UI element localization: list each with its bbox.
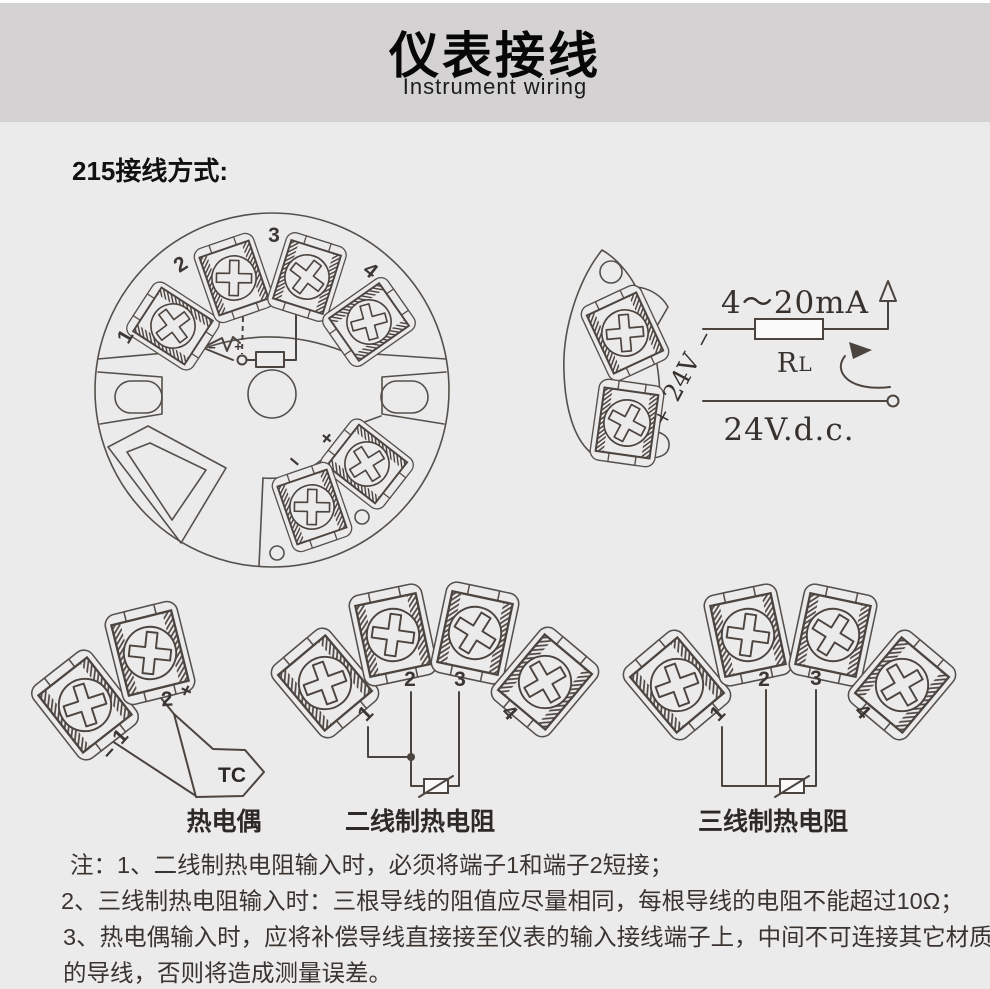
transmitter-head-diagram: − + 1 2 3 4 + − [94,212,450,568]
terminal-number-2: 2 [170,252,192,278]
return-arrow-curve [839,355,891,389]
rtd3-terminal-2 [701,580,795,690]
center-hole [247,369,297,419]
dashed-link [241,316,244,355]
thermocouple-diagram: TC 1 − 2 + [26,598,265,798]
caption-thermocouple: 热电偶 [186,808,262,836]
tc-number-2: 2 [160,688,174,712]
rtd3-number-2: 2 [758,668,770,691]
terminal-number-3: 3 [268,224,280,247]
return-arrow-head-icon [849,342,872,359]
load-label-r: R [777,348,798,379]
tc-tag: TC [218,764,246,787]
rtd2-number-2: 2 [404,668,416,691]
note-line-3: 3、热电偶输入时，应将补偿导线直接接至仪表的输入接线端子上，中间不可连接其它材质 [63,924,990,950]
rtd2-number-3: 3 [454,668,466,691]
rtd-3wire-diagram: 1 2 3 4 [617,580,962,798]
tc-sensor-body [173,713,265,798]
bracket-hole [599,260,623,284]
supply-voltage-label: 24V.d.c. [723,412,854,448]
caption-rtd-3wire: 三线制热电阻 [697,808,849,836]
rtd3-number-3: 3 [810,667,822,690]
current-range-label: 4～20mA [721,285,869,321]
head-internal-wiring: − + [205,313,297,368]
note-line-2: 2、三线制热电阻输入时：三根导线的阻值应尽量相同，每根导线的电阻不能超过10Ω； [61,888,964,914]
internal-resistor [255,351,285,368]
load-resistor [754,318,824,340]
section-label: 215接线方式: [72,156,229,186]
page-subtitle: Instrument wiring [402,74,588,99]
junction-node [236,354,248,366]
caption-rtd-2wire: 二线制热电阻 [344,808,496,836]
note-line-4: 的导线，否则将造成测量误差。 [63,960,392,986]
loop-wiring-diagram: 24V − + 4～20mA R L 24V.d.c. [563,249,900,469]
top-strip [0,0,990,3]
tc-minus-label: − [208,340,216,355]
rtd-2wire-diagram: 1 2 3 4 [265,578,605,798]
tc-zigzag [205,336,241,352]
page-title: 仪表接线 [389,28,601,84]
arrow-up-icon [879,280,897,302]
load-label-l: L [798,352,811,376]
note-line-1: 注：1、二线制热电阻输入时，必须将端子1和端子2短接； [70,852,674,878]
loop-terminal-plus [587,377,667,469]
tc-plus-label: + [234,339,242,354]
open-terminal-node [886,394,900,408]
mounting-bracket [563,249,670,459]
title-banner [0,3,990,122]
